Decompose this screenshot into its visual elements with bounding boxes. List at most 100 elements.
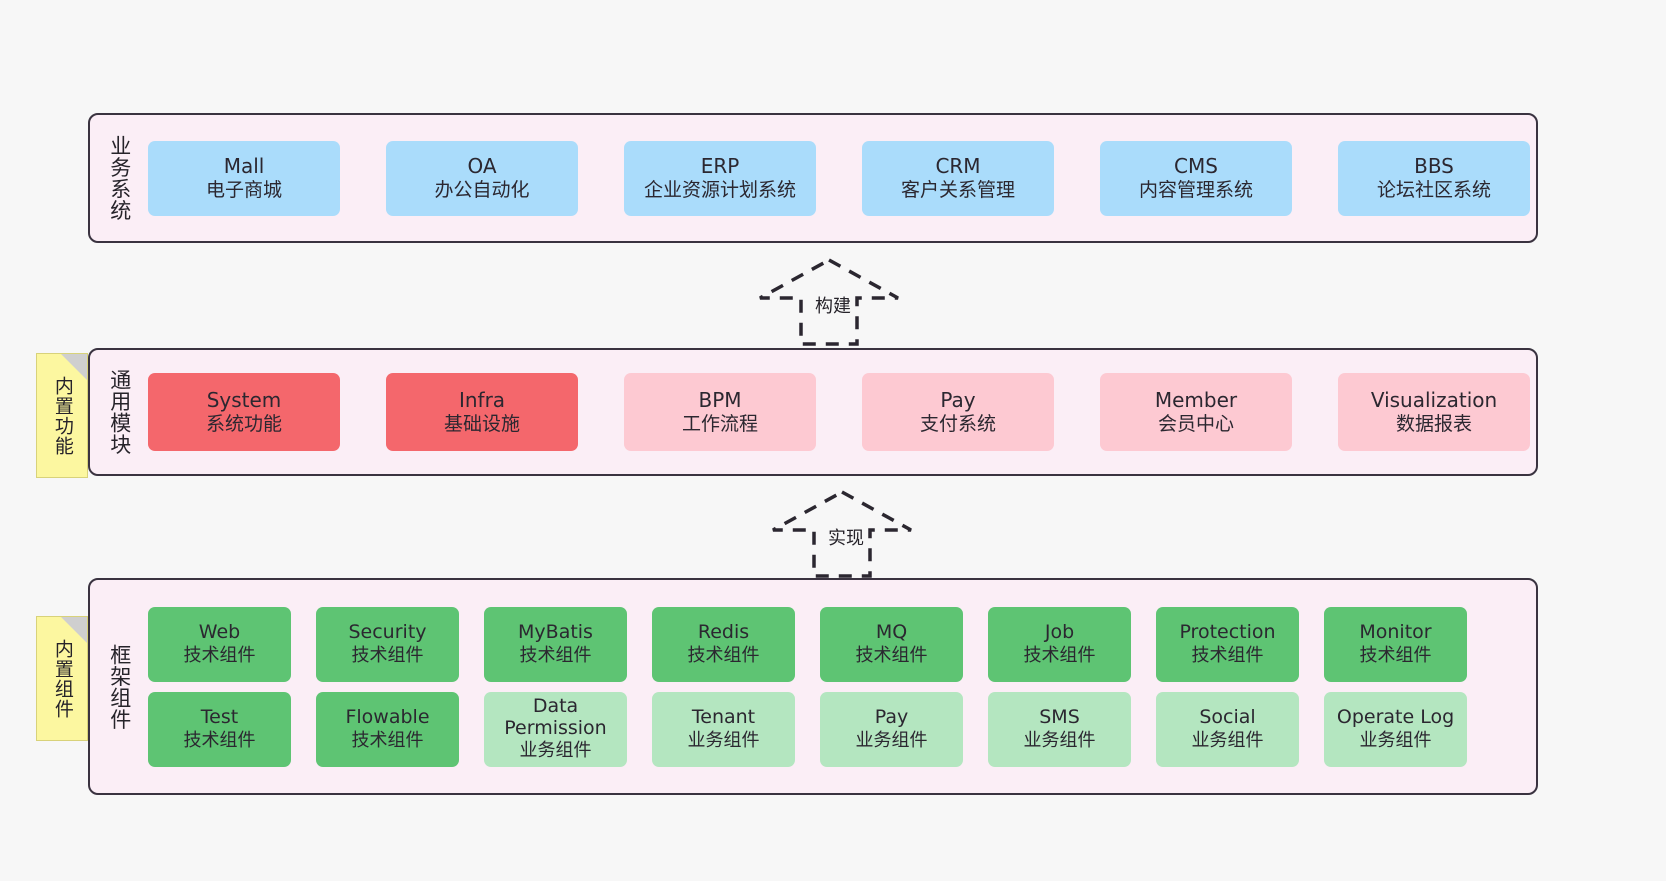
card-title-en: SMS xyxy=(1039,705,1080,728)
card-title-cn: 数据报表 xyxy=(1395,412,1472,435)
card-title-en: CMS xyxy=(1174,153,1218,178)
sticky-note-builtin-function: 内置功能 xyxy=(36,353,88,478)
card-title-en: Pay xyxy=(874,705,909,728)
sticky-note-builtin-function-label: 内置功能 xyxy=(51,375,74,456)
card-security[interactable]: Security 技术组件 xyxy=(316,606,459,682)
layer-common-modules-body: System 系统功能 Infra 基础设施 BPM 工作流程 Pay 支付系统… xyxy=(148,350,1542,474)
card-title-en: Flowable xyxy=(345,705,430,728)
card-title-en: Test xyxy=(200,705,239,728)
card-title-cn: 技术组件 xyxy=(183,729,256,751)
card-title-cn: 技术组件 xyxy=(1359,644,1432,666)
card-pay-module[interactable]: Pay 支付系统 xyxy=(862,373,1054,451)
card-pay-component[interactable]: Pay 业务组件 xyxy=(820,691,963,767)
card-title-cn: 技术组件 xyxy=(1023,644,1096,666)
card-redis[interactable]: Redis 技术组件 xyxy=(652,606,795,682)
card-title-en: Social xyxy=(1199,705,1256,728)
card-title-cn: 技术组件 xyxy=(351,644,424,666)
card-title-en: OA xyxy=(467,153,497,178)
card-member[interactable]: Member 会员中心 xyxy=(1100,373,1292,451)
card-flowable[interactable]: Flowable 技术组件 xyxy=(316,691,459,767)
card-title-en: BPM xyxy=(698,387,742,412)
card-social[interactable]: Social 业务组件 xyxy=(1156,691,1299,767)
card-title-en: Job xyxy=(1044,620,1075,643)
card-title-cn: 业务组件 xyxy=(1191,729,1264,751)
card-tenant[interactable]: Tenant 业务组件 xyxy=(652,691,795,767)
card-infra[interactable]: Infra 基础设施 xyxy=(386,373,578,451)
card-title-cn: 会员中心 xyxy=(1157,412,1234,435)
card-title-en: System xyxy=(206,387,282,412)
layer-common-modules: 通用模块 System 系统功能 Infra 基础设施 BPM 工作流程 Pay… xyxy=(88,348,1538,476)
card-title-en: Security xyxy=(348,620,427,643)
layer-framework-components-body: Web 技术组件 Security 技术组件 MyBatis 技术组件 Redi… xyxy=(148,580,1536,793)
card-mybatis[interactable]: MyBatis 技术组件 xyxy=(484,606,627,682)
card-title-en: Mall xyxy=(223,153,265,178)
card-title-cn: 业务组件 xyxy=(1023,729,1096,751)
card-title-cn: 企业资源计划系统 xyxy=(643,178,796,201)
card-title-cn: 内容管理系统 xyxy=(1138,178,1253,201)
arrow-build-label: 构建 xyxy=(812,292,854,318)
card-title-en: Member xyxy=(1154,387,1238,412)
card-title-cn: 技术组件 xyxy=(1191,644,1264,666)
card-title-cn: 技术组件 xyxy=(855,644,928,666)
layer-framework-components: 框架组件 Web 技术组件 Security 技术组件 MyBatis 技术组件… xyxy=(88,578,1538,795)
card-erp[interactable]: ERP 企业资源计划系统 xyxy=(624,140,816,216)
arrow-implement-label: 实现 xyxy=(825,524,867,550)
card-title-cn: 基础设施 xyxy=(443,412,520,435)
card-crm[interactable]: CRM 客户关系管理 xyxy=(862,140,1054,216)
arrow-build-shape xyxy=(759,258,899,346)
card-mall[interactable]: Mall 电子商城 xyxy=(148,140,340,216)
card-row: Test 技术组件 Flowable 技术组件 Data Permission … xyxy=(148,691,1526,767)
card-data-permission[interactable]: Data Permission 业务组件 xyxy=(484,691,627,767)
card-title-en: Data Permission xyxy=(504,694,607,739)
card-title-en: Infra xyxy=(458,387,506,412)
card-title-cn: 支付系统 xyxy=(919,412,996,435)
page-fold-icon xyxy=(61,354,87,380)
card-title-cn: 技术组件 xyxy=(519,644,592,666)
layer-framework-components-title: 框架组件 xyxy=(107,643,132,730)
card-title-cn: 技术组件 xyxy=(687,644,760,666)
card-test[interactable]: Test 技术组件 xyxy=(148,691,291,767)
card-title-cn: 客户关系管理 xyxy=(900,178,1015,201)
card-cms[interactable]: CMS 内容管理系统 xyxy=(1100,140,1292,216)
layer-business-systems-title: 业务系统 xyxy=(107,135,132,221)
card-oa[interactable]: OA 办公自动化 xyxy=(386,140,578,216)
card-title-en: Redis xyxy=(697,620,750,643)
card-row: System 系统功能 Infra 基础设施 BPM 工作流程 Pay 支付系统… xyxy=(148,373,1530,451)
card-title-en: BBS xyxy=(1414,153,1454,178)
card-visualization[interactable]: Visualization 数据报表 xyxy=(1338,373,1530,451)
card-title-en: Web xyxy=(198,620,241,643)
layer-business-systems: 业务系统 Mall 电子商城 OA 办公自动化 ERP 企业资源计划系统 CRM… xyxy=(88,113,1538,243)
card-protection[interactable]: Protection 技术组件 xyxy=(1156,606,1299,682)
card-web[interactable]: Web 技术组件 xyxy=(148,606,291,682)
card-mq[interactable]: MQ 技术组件 xyxy=(820,606,963,682)
card-bpm[interactable]: BPM 工作流程 xyxy=(624,373,816,451)
card-title-cn: 论坛社区系统 xyxy=(1376,178,1491,201)
card-title-cn: 业务组件 xyxy=(1359,729,1432,751)
card-row: Web 技术组件 Security 技术组件 MyBatis 技术组件 Redi… xyxy=(148,606,1526,682)
card-title-en: CRM xyxy=(935,153,981,178)
layer-business-systems-body: Mall 电子商城 OA 办公自动化 ERP 企业资源计划系统 CRM 客户关系… xyxy=(148,115,1542,241)
card-title-en: Operate Log xyxy=(1336,705,1455,728)
card-sms[interactable]: SMS 业务组件 xyxy=(988,691,1131,767)
card-system[interactable]: System 系统功能 xyxy=(148,373,340,451)
card-title-en: MQ xyxy=(875,620,908,643)
card-title-cn: 系统功能 xyxy=(205,412,282,435)
arrow-implement-shape xyxy=(772,490,912,578)
card-title-en: MyBatis xyxy=(518,620,593,643)
page-fold-icon xyxy=(61,617,87,643)
card-title-cn: 技术组件 xyxy=(183,644,256,666)
card-title-en: Pay xyxy=(940,387,976,412)
card-monitor[interactable]: Monitor 技术组件 xyxy=(1324,606,1467,682)
card-title-cn: 业务组件 xyxy=(855,729,928,751)
card-job[interactable]: Job 技术组件 xyxy=(988,606,1131,682)
arrow-build: 构建 xyxy=(752,256,912,346)
arrow-implement: 实现 xyxy=(765,488,925,578)
layer-common-modules-title: 通用模块 xyxy=(107,369,132,455)
card-operate-log[interactable]: Operate Log 业务组件 xyxy=(1324,691,1467,767)
card-title-en: Visualization xyxy=(1370,387,1498,412)
card-title-en: ERP xyxy=(700,153,740,178)
card-title-cn: 电子商城 xyxy=(205,178,282,201)
sticky-note-builtin-component: 内置组件 xyxy=(36,616,88,741)
card-bbs[interactable]: BBS 论坛社区系统 xyxy=(1338,140,1530,216)
